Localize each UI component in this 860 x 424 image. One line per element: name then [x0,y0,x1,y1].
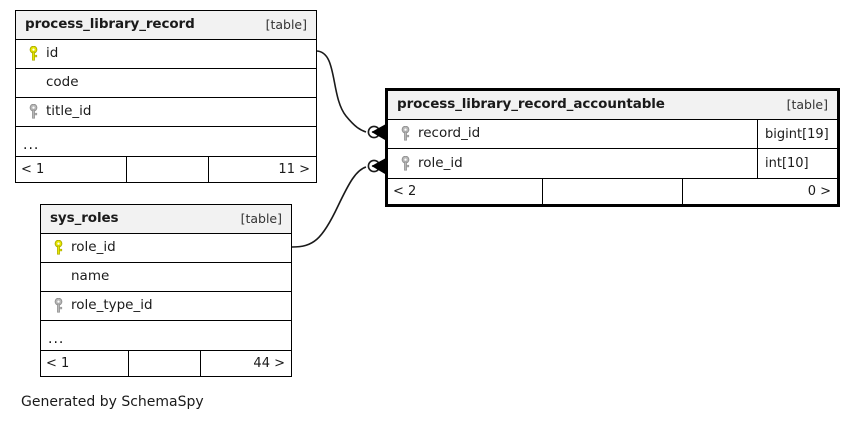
table-row[interactable]: record_id bigint[19] [388,120,837,149]
table-row[interactable]: title_id [16,98,316,127]
table-footer: < 1 11 > [16,156,316,182]
primary-key-icon [49,240,67,256]
footer-middle-cell [543,179,683,204]
table-kind-label: [table] [240,210,282,226]
table-title: sys_roles [50,210,119,227]
column-cell: role_id [41,240,291,256]
column-cell: role_id [388,155,757,172]
foreign-key-icon [24,104,42,120]
column-name: title_id [46,104,92,120]
incoming-relations-count: < 2 [388,179,543,204]
more-columns-ellipsis: ... [23,137,40,153]
foreign-key-icon [396,126,414,142]
column-name: role_id [71,240,116,256]
table-header: sys_roles [table] [41,205,291,234]
column-cell: id [16,46,316,62]
table-kind-label: [table] [265,16,307,32]
column-type: int[10] [757,149,837,178]
table-row[interactable]: role_id int[10] [388,149,837,178]
table-row[interactable]: role_id [41,234,291,263]
table-node-process_library_record[interactable]: process_library_record [table] id [15,10,317,183]
incoming-relations-count: < 1 [41,351,129,376]
relationship-edge-role_id [291,158,386,248]
column-cell: role_type_id [41,298,291,314]
column-cell: name [41,269,291,285]
table-node-process_library_record_accountable[interactable]: process_library_record_accountable [tabl… [385,88,840,207]
no-key-icon [49,269,67,285]
table-row-more: ... [41,321,291,350]
no-key-icon [24,75,42,91]
table-kind-label: [table] [786,96,828,112]
generated-by-caption: Generated by SchemaSpy [21,394,204,410]
incoming-relations-count: < 1 [16,157,127,182]
foreign-key-icon [49,298,67,314]
column-type: bigint[19] [757,120,837,148]
outgoing-relations-count: 11 > [278,162,310,177]
footer-middle-cell [127,157,209,182]
table-footer: < 1 44 > [41,350,291,376]
table-node-sys_roles[interactable]: sys_roles [table] role_id [40,204,292,377]
table-row[interactable]: name [41,263,291,292]
column-cell: record_id [388,126,757,142]
table-title: process_library_record_accountable [397,96,665,113]
footer-middle-cell [129,351,201,376]
table-columns: role_id name [41,234,291,350]
table-footer: < 2 0 > [388,178,837,204]
outgoing-relations-count: 44 > [253,356,285,371]
table-row-more: ... [16,127,316,156]
column-name: role_id [418,155,463,171]
table-columns: id code [16,40,316,156]
primary-key-icon [24,46,42,62]
table-header: process_library_record_accountable [tabl… [388,91,837,120]
table-row[interactable]: role_type_id [41,292,291,321]
column-name: role_type_id [71,298,153,314]
column-cell: code [16,75,316,91]
column-name: record_id [418,126,481,142]
table-header: process_library_record [table] [16,11,316,40]
table-title: process_library_record [25,16,195,33]
column-name: code [46,75,79,91]
table-row[interactable]: id [16,40,316,69]
foreign-key-icon [396,155,414,172]
column-name: id [46,46,59,62]
outgoing-relations-count: 0 > [807,184,831,199]
table-columns: record_id bigint[19] role_id [388,120,837,178]
table-row[interactable]: code [16,69,316,98]
column-cell: title_id [16,104,316,120]
column-name: name [71,269,110,285]
relationship-edge-record_id [315,50,386,140]
more-columns-ellipsis: ... [48,331,65,347]
